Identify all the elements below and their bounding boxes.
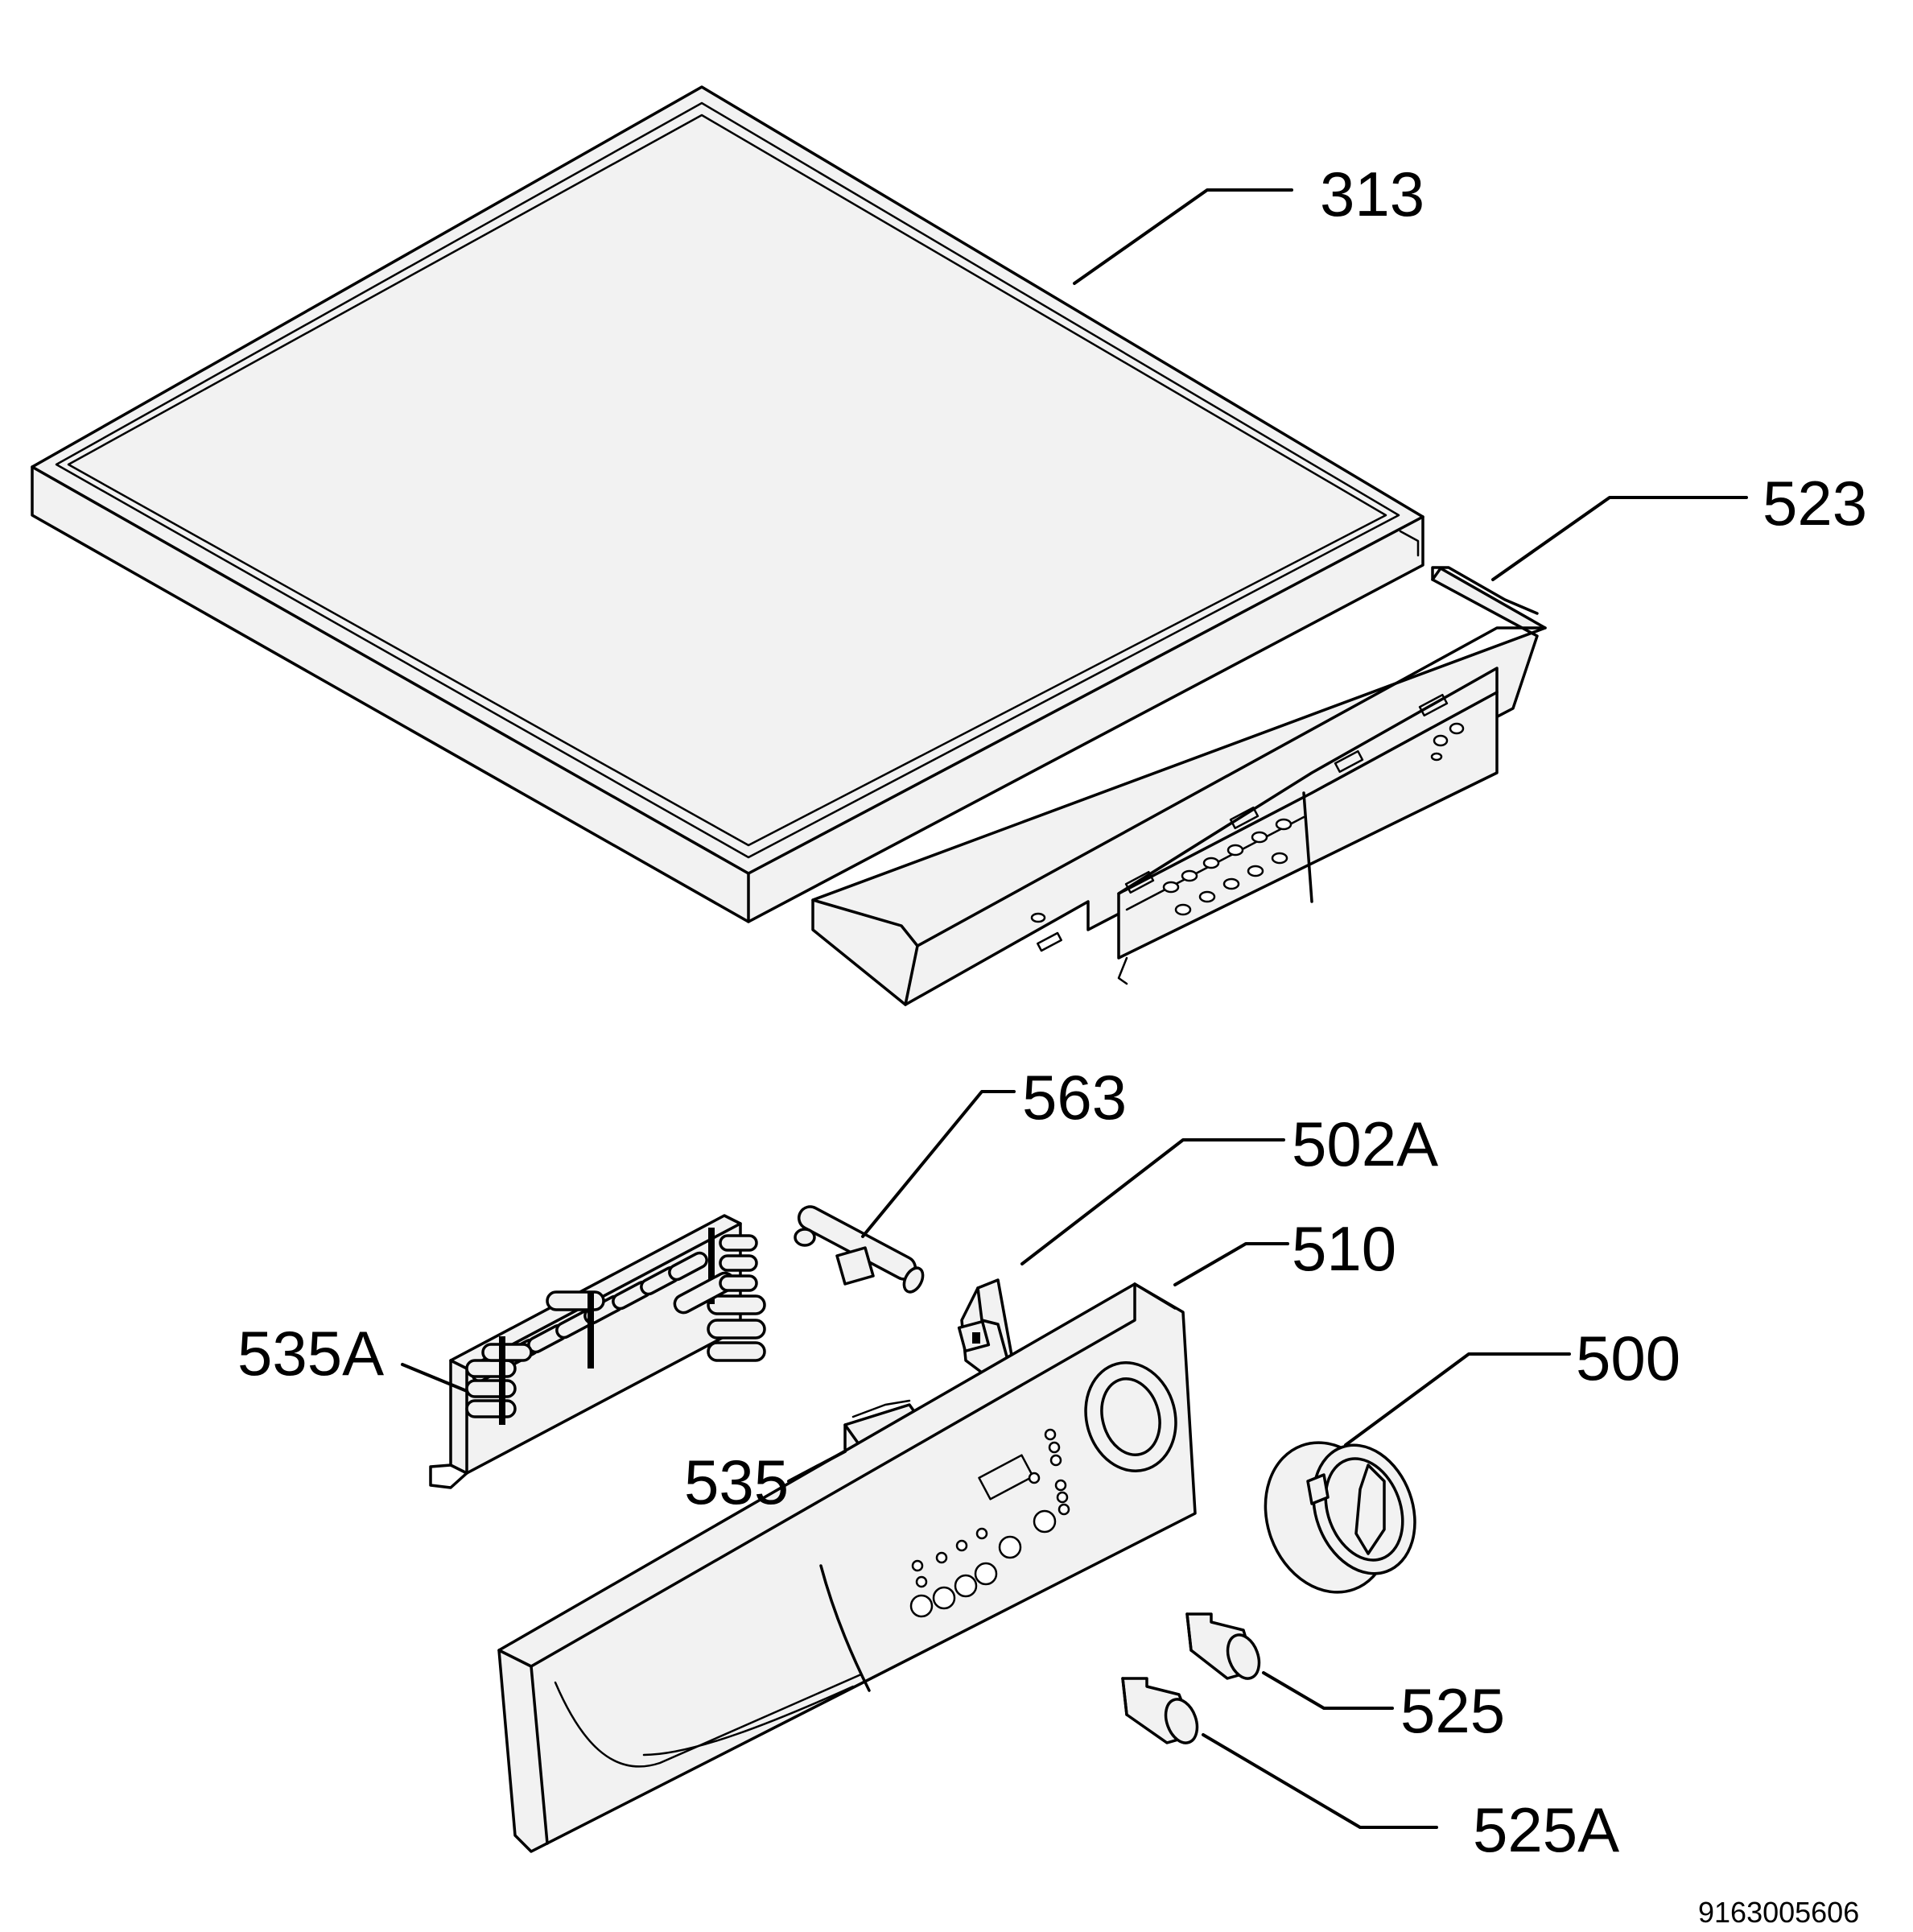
part-313-top-cover: [31, 85, 1424, 923]
part-502A-switch-clip: [957, 1278, 1016, 1386]
leader-lines: [401, 188, 1748, 1829]
part-523-panel-bracket: [811, 566, 1547, 1006]
part-525-light-pipe: [1185, 1612, 1261, 1680]
label-535: 535: [684, 1447, 789, 1517]
leader-535: [787, 1450, 847, 1483]
panel-buttons: [909, 1428, 1070, 1618]
leader-525A: [1202, 1733, 1438, 1829]
label-502A: 502A: [1292, 1108, 1438, 1179]
rod-stacks: [465, 1228, 758, 1425]
drawing-code: 9163005606: [1698, 1896, 1859, 1929]
part-535A-button-block: [429, 1214, 766, 1489]
leader-510: [1173, 1242, 1289, 1286]
label-313: 313: [1320, 159, 1424, 229]
leader-313: [1073, 188, 1293, 285]
leader-500: [1344, 1352, 1571, 1447]
part-525A-light-pipe: [1121, 1677, 1199, 1744]
leader-535A: [401, 1363, 468, 1393]
part-labels: 313 523 563 502A 510 500 535A 535 525 52…: [237, 159, 1867, 1865]
dial-opening: [1084, 1361, 1177, 1472]
leader-502A: [1020, 1138, 1285, 1265]
bracket-slots: [1037, 693, 1449, 952]
bracket-holes: [1030, 722, 1465, 923]
label-535A: 535A: [237, 1318, 384, 1389]
label-525: 525: [1400, 1675, 1505, 1746]
part-500-knob: [1264, 1441, 1416, 1594]
label-525A: 525A: [1473, 1794, 1619, 1865]
part-510-control-panel: [497, 1282, 1197, 1853]
label-500: 500: [1576, 1323, 1680, 1393]
leader-523: [1491, 496, 1748, 581]
label-510: 510: [1292, 1213, 1396, 1284]
part-563-push-rod: [794, 1205, 925, 1294]
label-563: 563: [1022, 1062, 1127, 1133]
label-523: 523: [1763, 468, 1867, 539]
leader-525: [1262, 1671, 1394, 1710]
leader-563: [861, 1090, 1016, 1238]
